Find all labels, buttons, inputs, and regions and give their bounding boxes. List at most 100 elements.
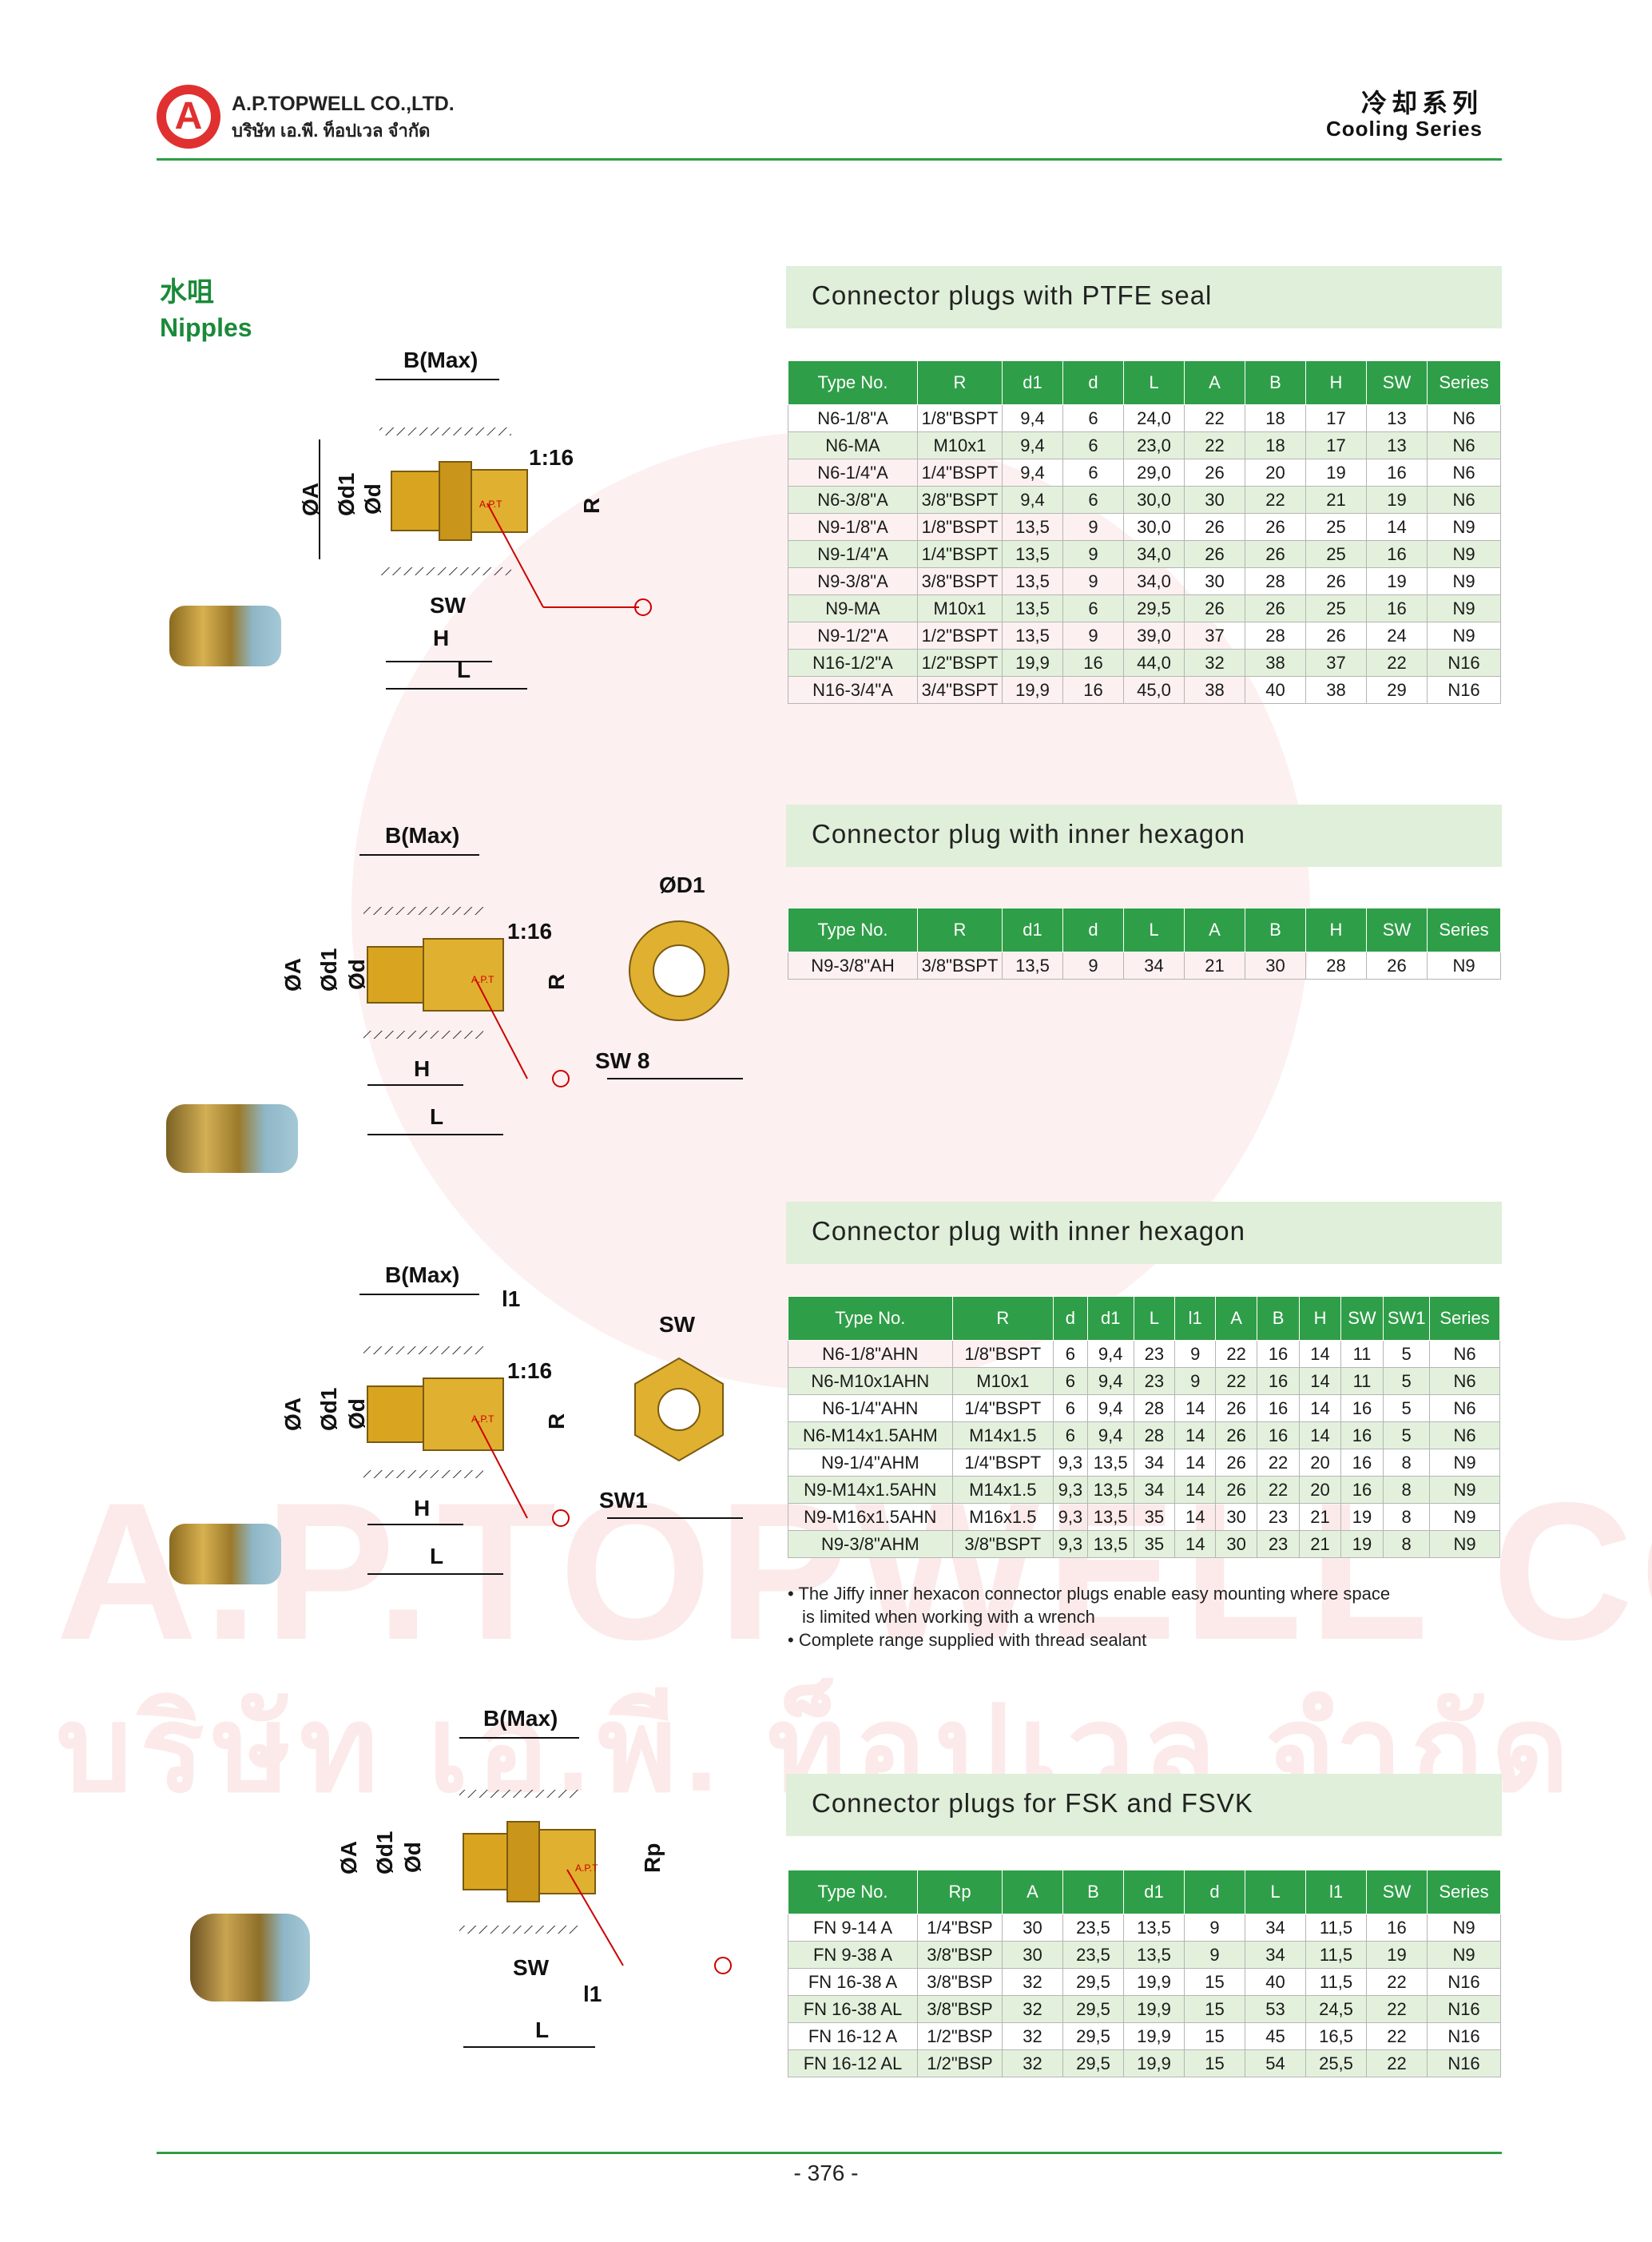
svg-text:SW: SW — [513, 1955, 550, 1980]
table-cell: M10x1 — [951, 1367, 1054, 1395]
svg-text:H: H — [433, 626, 449, 650]
table-cell: 23 — [1133, 1340, 1176, 1368]
table-cell: N16 — [1427, 2022, 1501, 2050]
table-cell: 20 — [1299, 1449, 1341, 1477]
table-cell: 11,5 — [1305, 1968, 1367, 1996]
svg-text:ØD1: ØD1 — [659, 873, 705, 897]
table-cell: FN 16-38 AL — [788, 1995, 918, 2023]
table-cell: N6 — [1429, 1367, 1500, 1395]
column-header: A — [1002, 1870, 1063, 1914]
table-cell: 6 — [1062, 594, 1124, 622]
svg-text:ØA: ØA — [280, 958, 305, 992]
svg-text:A.P.T: A.P.T — [471, 974, 494, 985]
table-cell: 26 — [1184, 459, 1245, 487]
table-cell: N16 — [1427, 649, 1501, 677]
column-header: B — [1062, 1870, 1124, 1914]
table-cell: 20 — [1245, 459, 1306, 487]
table-cell: 9,4 — [1086, 1367, 1134, 1395]
svg-text:ØA: ØA — [280, 1397, 305, 1431]
header-divider — [157, 158, 1502, 161]
feature-notes: • The Jiffy inner hexacon connector plug… — [788, 1582, 1507, 1652]
table-cell: N9 — [1427, 952, 1501, 980]
table-cell: 19 — [1305, 459, 1367, 487]
svg-text:Ød1: Ød1 — [372, 1831, 397, 1874]
table-cell: 32 — [1002, 2049, 1063, 2077]
column-header: d — [1062, 908, 1124, 952]
table-cell: 3/8"BSP — [917, 1968, 1003, 1996]
table-cell: 22 — [1184, 404, 1245, 432]
table-cell: N6-M14x1.5AHM — [788, 1421, 953, 1449]
column-header: R — [917, 908, 1003, 952]
svg-text:B(Max): B(Max) — [483, 1706, 558, 1731]
table-cell: 9,3 — [1052, 1449, 1088, 1477]
table-cell: N6-M10x1AHN — [788, 1367, 953, 1395]
table-cell: N9 — [1427, 567, 1501, 595]
table-cell: 9,3 — [1052, 1476, 1088, 1504]
table-cell: 28 — [1133, 1421, 1176, 1449]
table-cell: 6 — [1062, 404, 1124, 432]
svg-text:H: H — [414, 1056, 430, 1081]
series-title-cn: 冷却系列 — [1360, 89, 1483, 117]
column-header: d1 — [1123, 1870, 1185, 1914]
table-cell: 23,0 — [1123, 431, 1185, 459]
product-photo — [190, 1914, 310, 2002]
svg-text:1:16: 1:16 — [507, 1358, 552, 1383]
table-cell: 8 — [1383, 1530, 1431, 1558]
table-cell: 34 — [1133, 1476, 1176, 1504]
table-cell: N6-3/8"A — [788, 486, 918, 514]
table-cell: 11,5 — [1305, 1941, 1367, 1969]
svg-text:R: R — [544, 974, 569, 990]
table-cell: 35 — [1133, 1503, 1176, 1531]
table-cell: 24,5 — [1305, 1995, 1367, 2023]
technical-drawing-inner-hex-1: B(Max) A.P.T 1:16 ØA Ød1 Ød R H L ØD1 SW… — [280, 823, 743, 1135]
table-cell: 6 — [1052, 1394, 1088, 1422]
column-header: l1 — [1305, 1870, 1367, 1914]
table-cell: 16 — [1340, 1394, 1384, 1422]
table-cell: N9-MA — [788, 594, 918, 622]
table-cell: 54 — [1245, 2049, 1306, 2077]
column-header: SW1 — [1383, 1296, 1431, 1341]
table-cell: 13,5 — [1086, 1503, 1134, 1531]
table-cell: 22 — [1245, 486, 1306, 514]
table-cell: 34 — [1123, 952, 1185, 980]
column-header: SW — [1366, 360, 1428, 405]
table-cell: N6 — [1429, 1340, 1500, 1368]
column-header: L — [1123, 360, 1185, 405]
table-cell: N9-M16x1.5AHN — [788, 1503, 953, 1531]
table-cell: 34 — [1245, 1914, 1306, 1942]
column-header: l1 — [1174, 1296, 1217, 1341]
table-cell: 30 — [1215, 1503, 1257, 1531]
table-cell: M16x1.5 — [951, 1503, 1054, 1531]
svg-text:1:16: 1:16 — [507, 919, 552, 944]
table-cell: 3/8"BSPT — [917, 567, 1003, 595]
table-cell: N16 — [1427, 2049, 1501, 2077]
table-cell: 45 — [1245, 2022, 1306, 2050]
section-header-inner-hex-1: Connector plug with inner hexagon — [786, 805, 1502, 867]
product-photo — [169, 606, 281, 666]
table-cell: 24 — [1366, 622, 1428, 650]
table-cell: 16 — [1366, 540, 1428, 568]
table-cell: 9 — [1174, 1340, 1217, 1368]
svg-text:Ød: Ød — [344, 959, 369, 990]
table-cell: N6 — [1427, 459, 1501, 487]
table-cell: 28 — [1245, 622, 1306, 650]
table-cell: 1/4"BSPT — [951, 1449, 1054, 1477]
column-header: L — [1133, 1296, 1176, 1341]
table-cell: FN 9-14 A — [788, 1914, 918, 1942]
table-cell: 9,4 — [1002, 431, 1063, 459]
section-header-ptfe: Connector plugs with PTFE seal — [786, 266, 1502, 328]
table-cell: 9 — [1062, 540, 1124, 568]
note-line: is limited when working with a wrench — [802, 1607, 1095, 1627]
table-cell: 37 — [1184, 622, 1245, 650]
table-cell: FN 16-12 A — [788, 2022, 918, 2050]
column-header: A — [1184, 908, 1245, 952]
table-cell: 19 — [1340, 1530, 1384, 1558]
table-cell: 1/2"BSP — [917, 2049, 1003, 2077]
